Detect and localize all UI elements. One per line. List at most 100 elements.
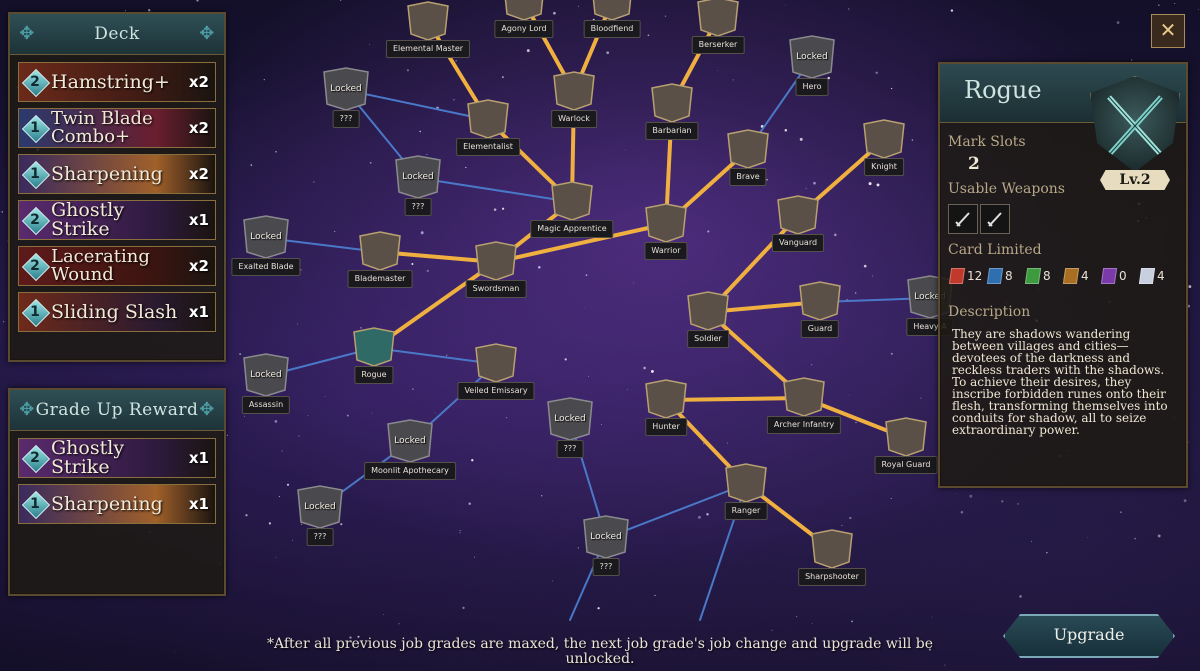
deck-title: Deck [94,24,140,44]
dagger-icon [948,204,978,234]
job-node-assassin[interactable] [243,353,289,397]
job-node-knight[interactable] [863,119,905,159]
job-emblem-icon [407,1,449,41]
card-name: Sharpening [51,492,163,515]
job-node-label: Barbarian [645,122,699,140]
locked-job-emblem-icon [547,397,593,441]
job-node-label: Swordsman [465,280,527,298]
star [868,182,872,186]
job-node-soldier[interactable] [687,291,729,331]
job-node-rogue[interactable] [353,327,395,367]
unlocked-path-link [378,250,498,264]
card-quantity: x1 [188,303,209,321]
star [664,15,667,17]
job-node-berserker[interactable] [697,0,739,37]
star [501,76,504,79]
job-info-panel: Rogue Lv.2 Mark Slots 2 Usable Weapons C… [938,62,1188,488]
job-description: They are shadows wandering between villa… [952,327,1168,437]
locked-text: Locked [304,502,336,512]
job-node-locked-helm[interactable] [395,155,441,199]
job-emblem-icon [551,181,593,221]
job-node-label: Archer Infantry [766,416,842,434]
job-node-barbarian[interactable] [651,83,693,123]
job-node-hunter[interactable] [645,379,687,419]
job-node-label: ??? [592,558,620,576]
job-node-royal-guard[interactable] [885,417,927,457]
job-node-locked-bottom-left[interactable] [297,485,343,529]
job-node-ranger[interactable] [725,463,767,503]
star [553,11,556,15]
job-node-label: Rogue [354,366,394,384]
close-button[interactable]: ✕ [1151,14,1185,48]
job-node-hero[interactable] [789,35,835,79]
star [286,483,290,486]
star [263,78,265,81]
reward-title: Grade Up Reward [35,400,199,420]
star [855,421,857,424]
star [766,179,768,181]
job-node-elemental-master[interactable] [407,1,449,41]
card-cost-gem-icon: 1 [21,160,51,190]
card-type-icon [1062,268,1080,284]
job-node-vanguard[interactable] [777,195,819,235]
job-node-blademaster[interactable] [359,231,401,271]
job-node-locked-bottom-mid[interactable] [583,515,629,559]
job-node-warrior[interactable] [645,203,687,243]
job-node-moonlit-apothecary[interactable] [387,419,433,463]
locked-job-emblem-icon [395,155,441,199]
star [848,8,850,10]
star [784,129,788,132]
locked-job-emblem-icon [789,35,835,79]
card-quantity: x1 [188,449,209,467]
star [453,99,455,101]
locked-path-link [373,347,497,365]
job-node-bloodfiend[interactable] [592,0,632,21]
card-name: Ghostly Strike [51,200,125,240]
card-quantity: x1 [188,495,209,513]
star [564,358,567,361]
card-limit-item: 4 [1138,268,1165,284]
job-node-swordsman[interactable] [475,241,517,281]
card-limit-item: 8 [986,268,1013,284]
star [124,10,126,12]
star [875,71,878,75]
job-emblem-icon [863,119,905,159]
card-quantity: x2 [188,119,209,137]
star [196,0,199,2]
job-emblem-icon [592,0,632,21]
job-node-agony-lord[interactable] [504,0,544,21]
job-node-locked-shield[interactable] [547,397,593,441]
job-node-label: Knight [864,158,904,176]
job-emblem-icon [727,129,769,169]
upgrade-button[interactable]: Upgrade [1003,614,1175,658]
job-node-sharpshooter[interactable] [811,529,853,569]
job-node-warlock[interactable] [553,71,595,111]
job-node-elementalist[interactable] [467,99,509,139]
locked-path-link [417,177,573,203]
card-type-icon [1138,268,1156,284]
unlocked-path-link [494,222,668,264]
star [578,5,580,7]
job-node-brave[interactable] [727,129,769,169]
job-node-veiled-emissary[interactable] [475,343,517,383]
job-node-exalted-blade[interactable] [243,215,289,259]
job-node-guard[interactable] [799,281,841,321]
usable-weapons-label: Usable Weapons [948,181,1065,197]
card-name: Sliding Slash [51,300,178,323]
job-node-magic-apprentice[interactable] [551,181,593,221]
job-emblem-icon [885,417,927,457]
star [954,493,956,494]
ornament-icon: ✥ [199,399,215,420]
job-node-locked-scroll[interactable] [323,67,369,111]
locked-text: Locked [250,370,282,380]
job-node-archer-infantry[interactable] [783,377,825,417]
